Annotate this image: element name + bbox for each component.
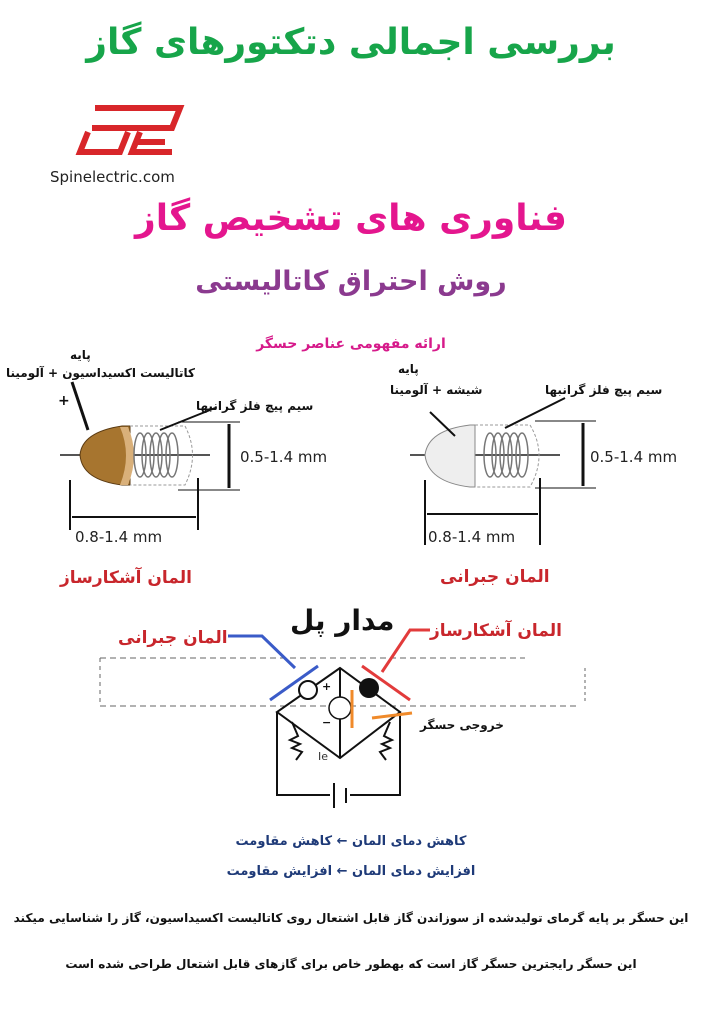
main-title: بررسی اجمالی دتکتورهای گاز xyxy=(86,22,616,63)
bridge-title: مدار پل xyxy=(290,604,395,637)
website-text: Spinelectric.com xyxy=(50,168,175,186)
relation-decrease: کاهش دمای المان ← کاهش مقاومت xyxy=(235,834,467,849)
compensator-height-dim: 0.5-1.4 mm xyxy=(590,448,678,466)
bridge-detector-label: المان آشکارساز xyxy=(430,621,562,641)
relation-increase: افزایش دمای المان ← افزایش مقاومت xyxy=(226,864,476,879)
description-line-1: این حسگر بر پایه گرمای تولیدشده از سوزان… xyxy=(13,911,689,925)
compensator-width-dim: 0.8-1.4 mm xyxy=(428,528,516,546)
bridge-circuit-drawing xyxy=(99,628,586,808)
bridge-output-label: خروجی حسگر xyxy=(420,718,504,732)
detector-base-material: کاتالیست اکسیداسیون + آلومینا xyxy=(6,366,195,380)
bridge-minus: − xyxy=(322,716,332,729)
detector-base-label: پایه xyxy=(70,348,91,362)
logo-icon xyxy=(75,105,185,155)
detector-width-dim: 0.8-1.4 mm xyxy=(75,528,163,546)
bridge-current-label: Ie xyxy=(318,750,329,763)
method-title: روش احتراق کاتالیستی xyxy=(195,266,507,297)
description-line-2: این حسگر رایجترین حسگر گاز است که بهطور … xyxy=(65,957,637,971)
bridge-compensator-label: المان جبرانی xyxy=(118,628,228,648)
compensator-base-material: شیشه + آلومینا xyxy=(390,383,483,397)
detector-coil-label: سیم پیچ فلز گرانبها xyxy=(196,399,314,413)
subtitle: فناوری های تشخیص گاز xyxy=(134,198,568,239)
bridge-plus: + xyxy=(322,680,332,693)
detector-element-name: المان آشکارساز xyxy=(60,568,192,588)
compensator-element-name: المان جبرانی xyxy=(440,567,550,587)
compensator-element-drawing xyxy=(410,397,596,545)
section-heading: ارائه مفهومی عناصر حسگر xyxy=(256,336,446,352)
compensator-base-label: پایه xyxy=(398,362,419,376)
compensator-coil-label: سیم پیچ فلز گرانبها xyxy=(545,383,663,397)
detector-polarity: + xyxy=(58,393,70,409)
detector-height-dim: 0.5-1.4 mm xyxy=(240,448,328,466)
detector-element-drawing xyxy=(60,381,240,530)
